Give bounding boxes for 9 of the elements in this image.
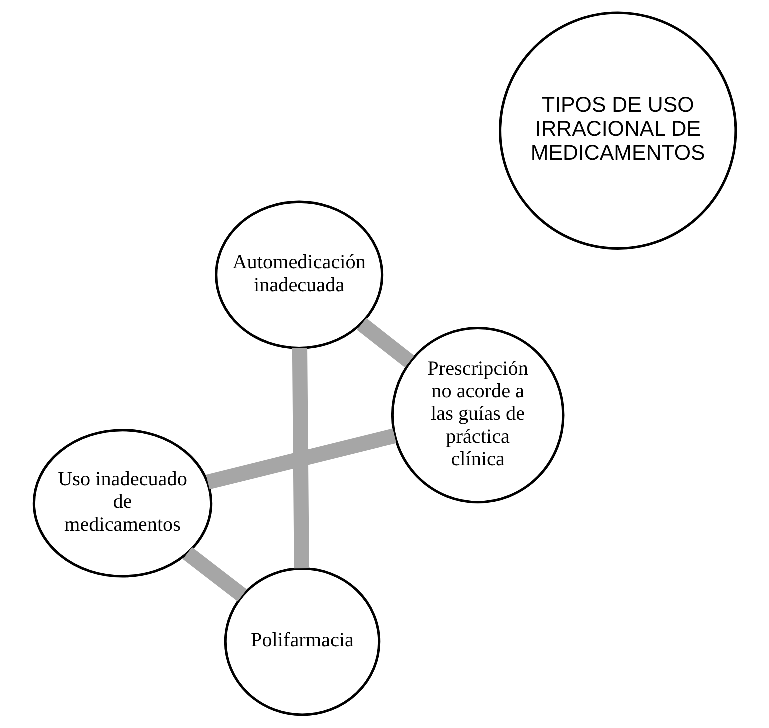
connector bbox=[206, 428, 396, 490]
connector bbox=[182, 547, 247, 602]
node-circle: Polifarmacia bbox=[224, 568, 380, 716]
node-ellipse: Uso inadecuado de medicamentos bbox=[32, 429, 212, 578]
node-ellipse: Automedicación inadecuada bbox=[214, 200, 384, 350]
connector bbox=[292, 348, 309, 569]
connector bbox=[356, 318, 414, 368]
node-circle: TIPOS DE USO IRRACIONAL DE MEDICAMENTOS bbox=[498, 12, 737, 250]
node-circle: Prescripción no acorde a las guías de práctica clínica bbox=[390, 327, 564, 504]
